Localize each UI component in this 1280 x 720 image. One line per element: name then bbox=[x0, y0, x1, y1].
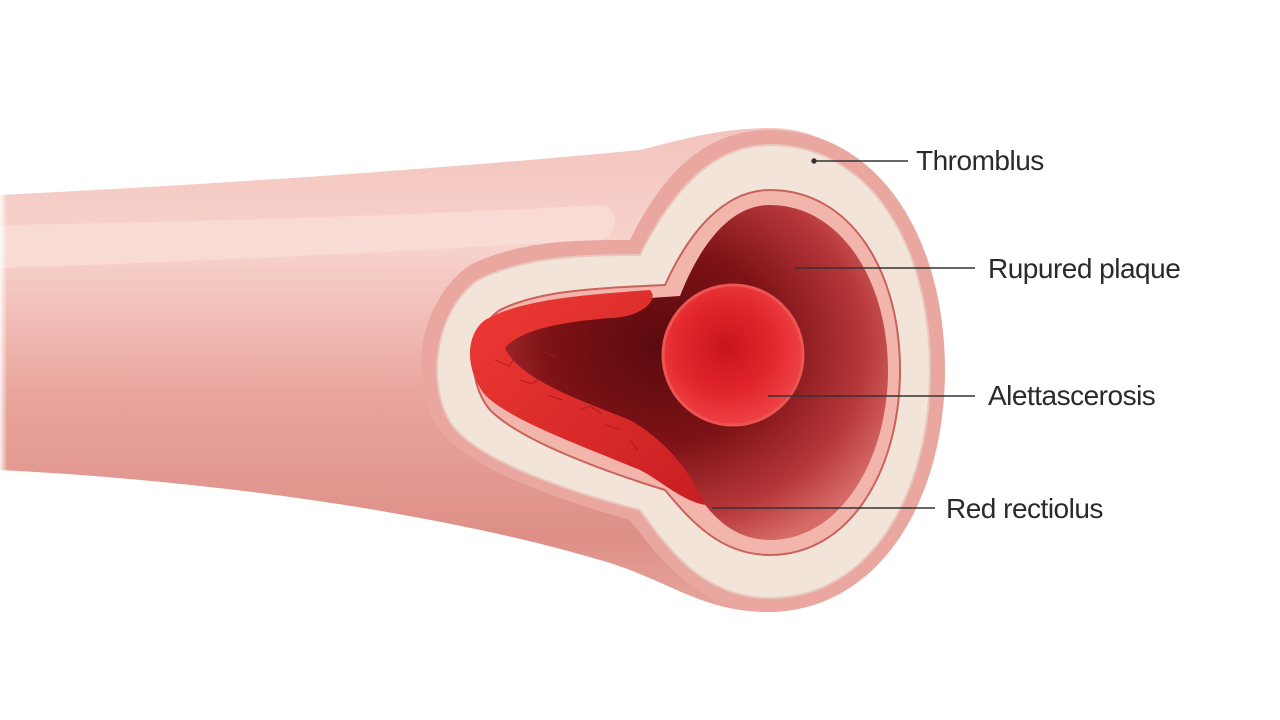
label-ruptured-plaque: Rupured plaque bbox=[988, 253, 1181, 284]
left-fade bbox=[0, 170, 120, 490]
ruptured-plaque-tissue bbox=[470, 290, 705, 505]
label-atherosclerosis: Alettascerosis bbox=[988, 380, 1156, 411]
vessel-highlight bbox=[0, 205, 615, 268]
leader-lines bbox=[712, 158, 975, 509]
label-red-cell: Red rectiolus bbox=[946, 493, 1103, 524]
leader-dot-thrombus bbox=[811, 158, 817, 164]
plaque-texture bbox=[494, 335, 639, 451]
label-thrombus: Thromblus bbox=[916, 145, 1044, 176]
red-blood-cell bbox=[661, 283, 805, 427]
